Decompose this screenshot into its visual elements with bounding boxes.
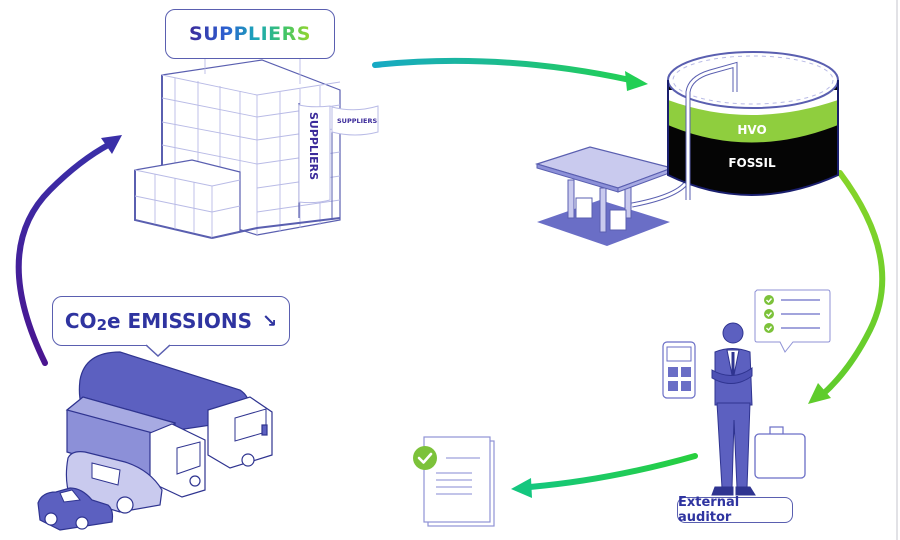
fuel-station	[534, 61, 738, 246]
frame-edge	[896, 0, 898, 540]
tanker-truck	[207, 396, 273, 469]
tank-hvo-label: HVO	[737, 123, 766, 137]
car	[37, 487, 114, 531]
tank-fossil-label: FOSSIL	[728, 156, 776, 170]
check-icon	[764, 323, 774, 333]
arrow-suppliers-to-tank	[372, 57, 648, 91]
vehicle-fleet	[37, 351, 273, 531]
briefcase-icon	[754, 426, 806, 479]
van	[65, 451, 163, 514]
fuel-tank: HVO FOSSIL	[667, 51, 839, 200]
check-icon	[764, 295, 774, 305]
auditor-person	[711, 322, 756, 496]
co2-prefix: CO	[64, 309, 97, 333]
external-auditor-text: External auditor	[678, 495, 740, 525]
checklist-bubble	[754, 289, 831, 353]
supplier-flags: SUPPLIERS SUPPLIERS	[298, 103, 379, 220]
check-icon	[413, 446, 437, 470]
box-truck	[65, 396, 206, 498]
auditor-figure	[662, 289, 831, 496]
arrow-emissions-to-suppliers	[15, 135, 122, 366]
suppliers-label: SUPPLIERS	[165, 9, 335, 59]
flag-vertical-text: SUPPLIERS	[307, 112, 320, 180]
arrow-auditor-to-document	[511, 453, 698, 498]
co2-bubble-tail	[146, 344, 170, 358]
verified-document	[413, 436, 495, 527]
trend-down-icon: ↘	[262, 310, 278, 332]
arrow-tank-to-auditor	[808, 170, 886, 404]
suppliers-label-text: SUPPLIERS	[189, 23, 311, 45]
check-icon	[764, 309, 774, 319]
external-auditor-label: External auditor	[677, 495, 793, 525]
calculator-icon	[662, 341, 696, 399]
co2-subscript: 2	[96, 316, 107, 334]
flag-horizontal-text: SUPPLIERS	[337, 117, 377, 125]
co2-suffix: e EMISSIONS	[107, 309, 253, 333]
